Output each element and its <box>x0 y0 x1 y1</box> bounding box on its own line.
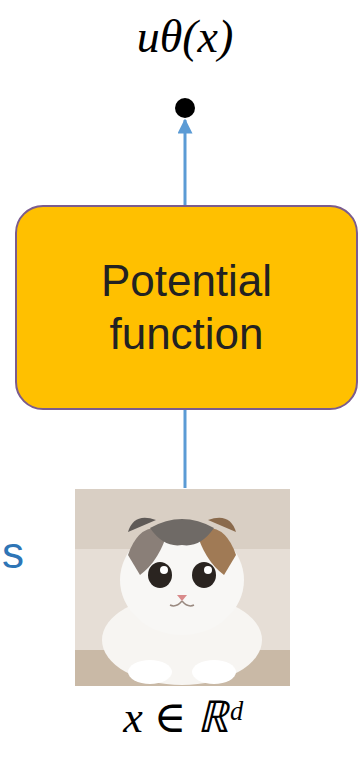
connector-arrow <box>184 410 187 488</box>
node-label: Potential function <box>37 255 336 361</box>
node-label: x ∈ ℝᵈ <box>60 694 305 742</box>
side-label: s <box>2 528 24 578</box>
process-box: Potential function <box>15 205 358 410</box>
output-node: uθ(x) <box>120 12 250 120</box>
cat-photo <box>75 489 290 686</box>
connector-arrow <box>184 120 187 205</box>
node-label: uθ(x) <box>120 12 250 63</box>
output-dot <box>175 98 195 118</box>
input-image-node: x ∈ ℝᵈ <box>60 488 305 756</box>
